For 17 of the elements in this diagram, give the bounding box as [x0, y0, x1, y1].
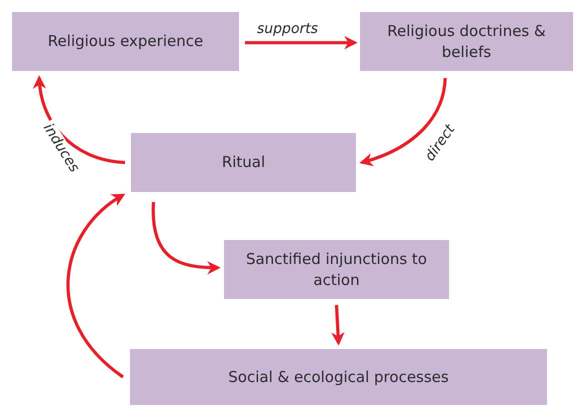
- arrow: [33, 75, 126, 164]
- process-box: [131, 133, 356, 192]
- arrow: [359, 78, 447, 166]
- process-box: [12, 12, 239, 71]
- arrow: [66, 194, 126, 378]
- box-label: Sanctified injunctions to action: [245, 248, 428, 290]
- box-label: Social & ecological processes: [228, 366, 449, 388]
- arrow: [245, 36, 358, 50]
- process-box: [360, 12, 573, 71]
- process-box: [130, 349, 547, 405]
- arrow: [152, 202, 221, 274]
- arrow: [331, 304, 345, 346]
- box-label: Ritual: [222, 152, 266, 173]
- edge-label: supports: [255, 21, 320, 37]
- box-label: Religious doctrines & beliefs: [386, 20, 547, 62]
- box-label: Religious experience: [48, 31, 204, 52]
- process-box: [224, 240, 449, 299]
